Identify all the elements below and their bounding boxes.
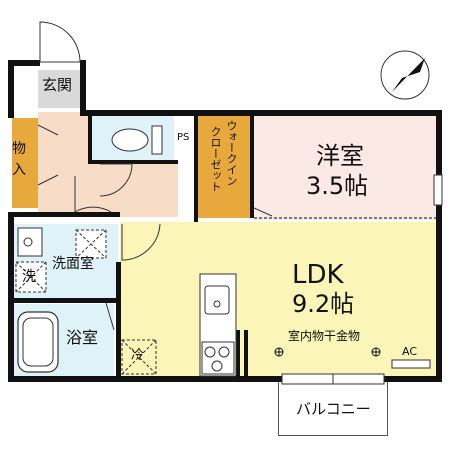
toilet-tank	[151, 125, 163, 155]
hall-door-swing	[74, 176, 112, 213]
wall-genkan-right	[80, 60, 86, 116]
wall-hall-washroom	[8, 212, 120, 217]
north-arrow-icon	[380, 50, 430, 100]
fridge-space	[121, 339, 157, 375]
window-right	[433, 174, 443, 206]
wall-outer-right	[436, 110, 442, 382]
ldk-size: 9.2帖	[292, 290, 355, 318]
storage-label-top: 物	[12, 141, 26, 157]
bath-door	[105, 302, 115, 331]
washer-label: 洗	[22, 269, 36, 285]
walkin-closet-label-2: クローゼット	[209, 126, 222, 192]
walkin-closet-area	[198, 116, 250, 218]
ac-unit	[391, 359, 431, 369]
ac-label: AC	[402, 345, 418, 358]
genkan-label: 玄関	[42, 76, 73, 94]
washroom-label: 洗面室	[52, 256, 94, 272]
wall-outer-bottom	[8, 376, 442, 382]
wall-kitchen-stub-2	[244, 330, 248, 378]
stove-burner	[204, 346, 216, 358]
wall-kitchen-stub	[236, 330, 240, 378]
balcony-area	[278, 380, 388, 436]
wall-closet-left	[194, 112, 198, 222]
wall-toilet-left	[88, 112, 92, 164]
bathtub	[17, 311, 59, 373]
walkin-closet-label-1: ウォークイン	[225, 120, 238, 186]
wall-toilet-bottom	[88, 160, 178, 164]
ps-label: PS	[177, 132, 190, 143]
bath-label: 浴室	[66, 328, 99, 347]
wall-western-left	[250, 112, 254, 218]
ldk-name: LDK	[292, 260, 344, 290]
drying-rack-markers	[274, 347, 381, 357]
wall-washroom-bath	[8, 298, 120, 303]
toilet-bowl	[111, 128, 149, 152]
ldk-door-swing	[121, 223, 161, 261]
toilet-door-swing	[99, 163, 133, 197]
balcony-label: バルコニー	[296, 400, 371, 418]
entry-door-swing	[39, 21, 81, 63]
storage-area	[12, 118, 38, 208]
drying-rack-label: 室内物干金物	[288, 329, 361, 343]
western-room-area	[254, 116, 438, 220]
western-door	[253, 207, 273, 217]
washroom-sink	[17, 227, 43, 257]
wall-ldk-left	[116, 262, 121, 380]
western-room-name: 洋室	[316, 142, 364, 170]
kitchen-sink	[204, 285, 230, 315]
wall-genkan-top	[8, 60, 40, 66]
fridge-label: 冷	[131, 348, 145, 363]
western-room-size: 3.5帖	[306, 172, 369, 200]
genkan-area	[38, 70, 82, 108]
storage-door	[37, 124, 59, 186]
storage-label-bottom: 入	[12, 162, 26, 178]
wall-outer-top	[82, 110, 440, 116]
wall-outer-left-upper	[8, 60, 14, 118]
